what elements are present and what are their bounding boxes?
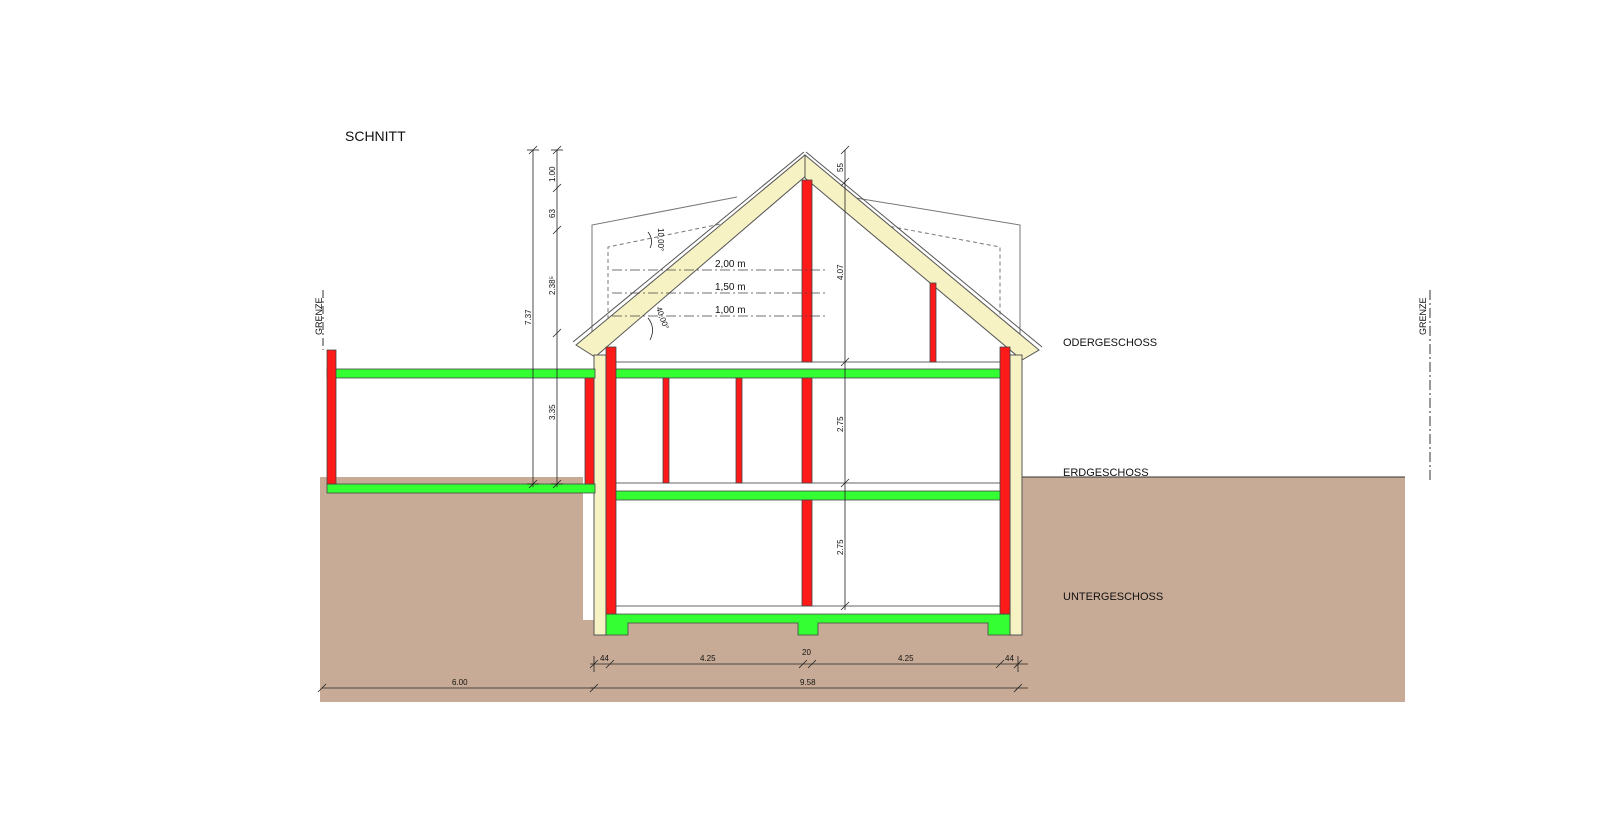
dim-total-600: 6.00 bbox=[452, 678, 468, 687]
angle-10: 10,00° bbox=[656, 228, 665, 251]
dim-ridge: 55 bbox=[836, 163, 845, 172]
dim-left-total: 7.37 bbox=[524, 309, 533, 325]
angle-arc-10 bbox=[647, 231, 652, 249]
dim-left-top: 1.00 bbox=[548, 166, 557, 182]
headroom-100: 1,00 m bbox=[715, 305, 746, 316]
floor-label-basement: UNTERGESCHOSS bbox=[1063, 591, 1163, 603]
angle-40: 40,00° bbox=[654, 306, 670, 331]
dim-bottom-425-right: 4.25 bbox=[898, 654, 914, 663]
dim-lines-center bbox=[840, 145, 850, 611]
slab-ground bbox=[605, 490, 1011, 501]
dim-bottom-44-right: 44 bbox=[1005, 654, 1014, 663]
walls bbox=[326, 179, 1011, 615]
dim-bottom-425-left: 4.25 bbox=[700, 654, 716, 663]
dim-left-238: 2.38⁵ bbox=[548, 276, 557, 295]
headroom-200: 2,00 m bbox=[715, 259, 746, 270]
ext-wall-right bbox=[1009, 354, 1023, 636]
slab-upper bbox=[605, 368, 1011, 379]
dim-bottom-44-left: 44 bbox=[600, 654, 609, 663]
boundary-left-label: GRENZE bbox=[314, 297, 324, 335]
floor-label-ground: ERDGESCHOSS bbox=[1063, 467, 1149, 479]
dim-upper-floor: 2.75 bbox=[836, 416, 845, 432]
drawing-title: SCHNITT bbox=[345, 128, 406, 144]
ext-wall-left bbox=[593, 354, 607, 636]
boundary-right-label: GRENZE bbox=[1418, 297, 1428, 335]
soil bbox=[320, 477, 1405, 702]
slab-annex-ground bbox=[326, 483, 596, 494]
angle-arc-40 bbox=[647, 317, 653, 341]
floor-label-upper: ODERGESCHOSS bbox=[1063, 337, 1157, 349]
dim-left-63: 63 bbox=[548, 209, 557, 218]
dim-lines-bottom bbox=[317, 656, 1028, 693]
dim-total-958: 9.58 bbox=[800, 678, 816, 687]
dim-attic: 4.07 bbox=[836, 264, 845, 280]
headroom-150: 1,50 m bbox=[715, 282, 746, 293]
roof-left bbox=[575, 154, 816, 358]
slab-annex-roof bbox=[326, 368, 596, 379]
roof-right bbox=[804, 153, 1040, 361]
roof-outline bbox=[591, 196, 1021, 340]
dim-left-335: 3.35 bbox=[548, 404, 557, 420]
slab-foundation bbox=[605, 613, 1011, 636]
dim-bottom-20: 20 bbox=[802, 648, 811, 657]
dim-lines-left bbox=[527, 145, 563, 489]
dim-lower-floor: 2.75 bbox=[836, 539, 845, 555]
